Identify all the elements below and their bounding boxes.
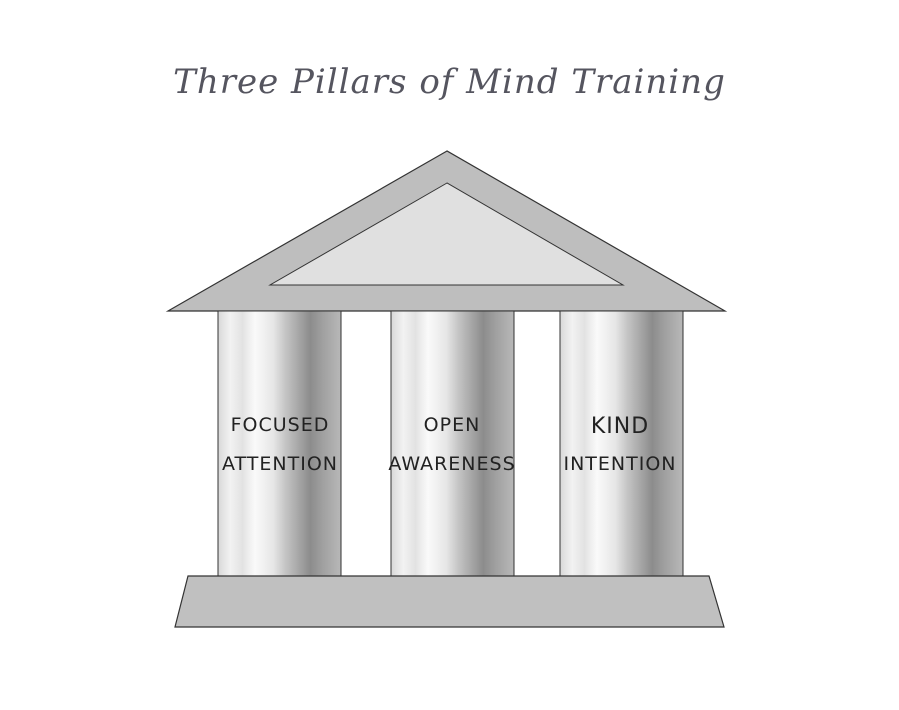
base — [174, 575, 725, 628]
pillar-3-line2: INTENTION — [563, 453, 677, 475]
pillar-2 — [390, 310, 515, 577]
pillar-2-line2: AWARENESS — [388, 453, 516, 475]
pillar-2-line1: OPEN — [423, 414, 481, 436]
pillar-1 — [217, 310, 342, 577]
pillar-3-line1: KIND — [590, 414, 650, 439]
pillar-1-line2: ATTENTION — [222, 453, 338, 475]
diagram-title: Three Pillars of Mind Training — [173, 62, 726, 102]
pillar-1-line1: FOCUSED — [230, 414, 330, 436]
pillar-3 — [559, 310, 684, 577]
pediment — [268, 182, 625, 286]
